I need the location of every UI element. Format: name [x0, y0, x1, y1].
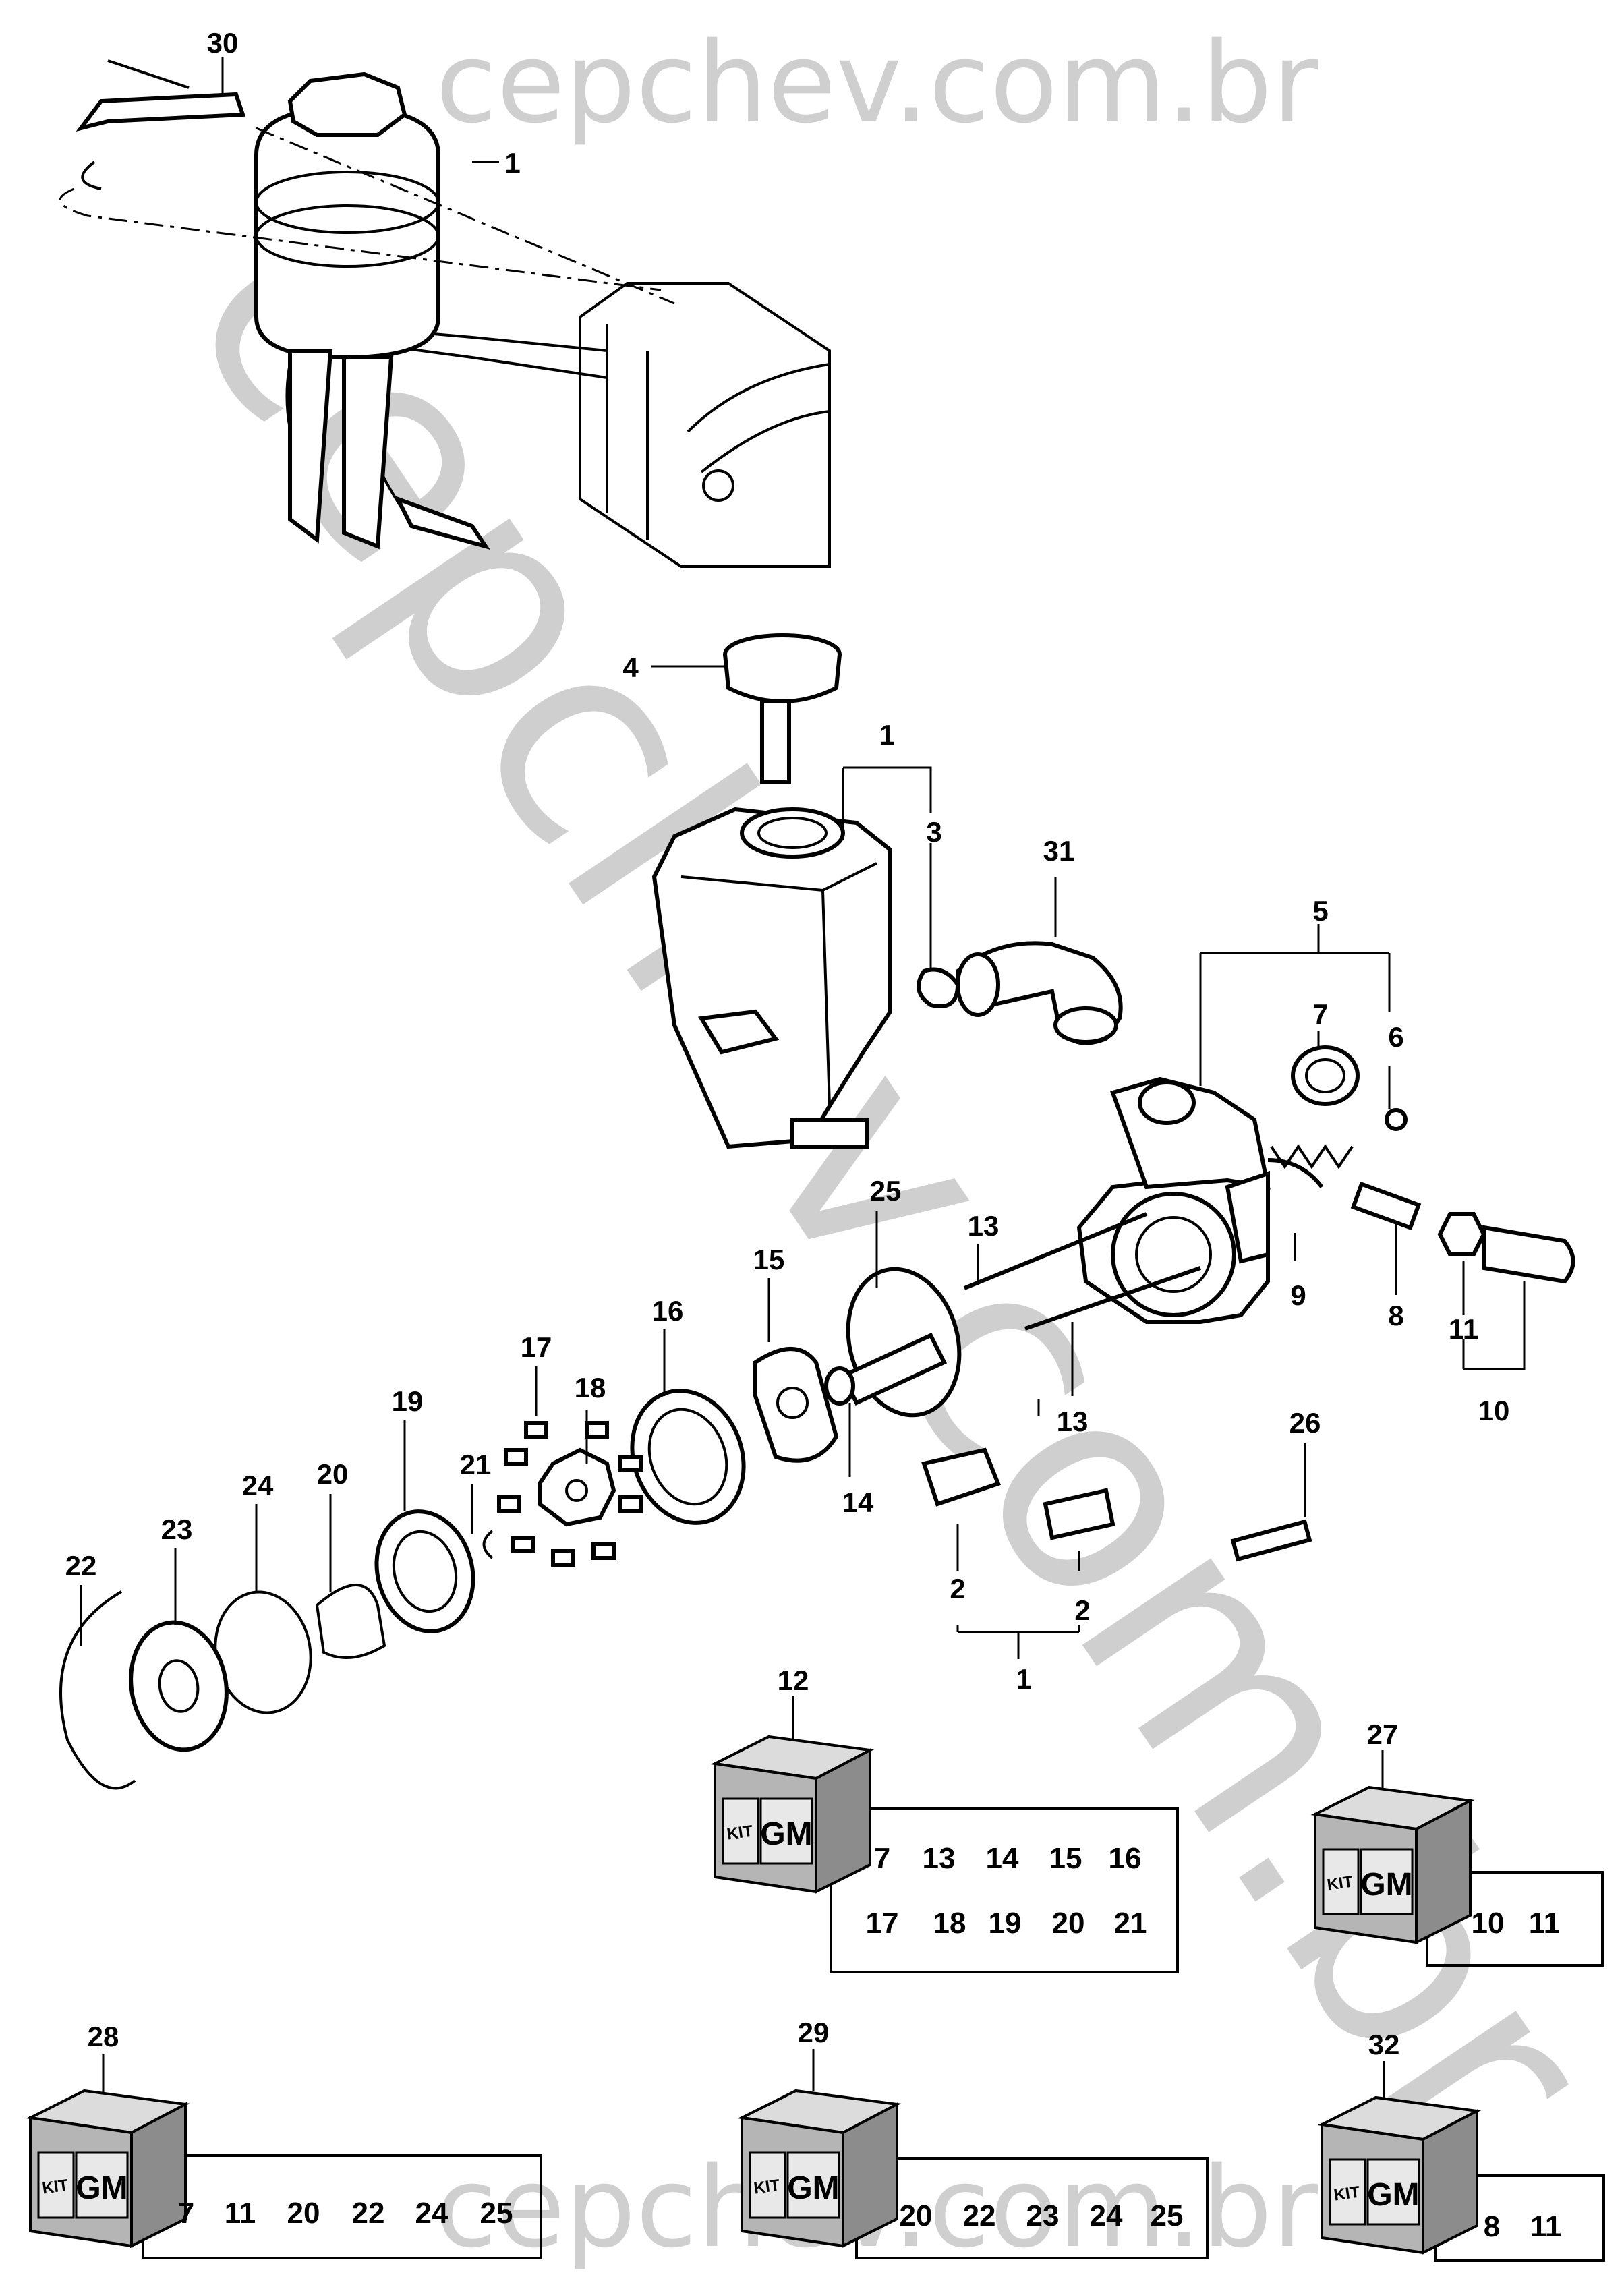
kit-12-item: 13	[923, 1842, 956, 1875]
callout-25: 25	[870, 1175, 902, 1207]
kit-28-number: 28	[88, 2021, 119, 2052]
reservoir-installation	[59, 59, 831, 568]
kit-logo-small: KIT	[1333, 2182, 1361, 2204]
callout-24: 24	[242, 1470, 274, 1501]
kit-12-box	[830, 1807, 1179, 1973]
callout-13-lower: 13	[1057, 1406, 1089, 1437]
kit-12-item: 20	[1052, 1907, 1085, 1940]
callout-8: 8	[1388, 1300, 1403, 1331]
kit-28-item: 24	[415, 2197, 448, 2230]
leader-lines	[80, 57, 1526, 1659]
kit-12-item: 17	[866, 1907, 899, 1940]
callout-20: 20	[317, 1458, 349, 1490]
kit-logo-small: KIT	[41, 2176, 69, 2197]
gm-kit-cube-icon	[1321, 2096, 1478, 2254]
rotor-parts	[59, 1212, 1201, 1790]
callout-14: 14	[842, 1486, 874, 1518]
callout-6: 6	[1388, 1021, 1403, 1053]
kit-12-item: 7	[874, 1842, 890, 1875]
kit-28-item: 11	[225, 2197, 256, 2230]
kit-28-item: 20	[287, 2197, 320, 2230]
kit-29-item: 24	[1090, 2199, 1123, 2232]
kit-27-number: 27	[1367, 1718, 1399, 1750]
kit-28: 28 KIT GM 7 11 20 22 24 25	[29, 2021, 542, 2259]
callout-3: 3	[926, 816, 941, 848]
callout-13-upper: 13	[968, 1210, 999, 1242]
kit-27: 27 KIT GM 10 11	[1314, 1718, 1604, 1967]
callout-30: 30	[207, 27, 239, 59]
callout-2-right: 2	[1074, 1594, 1090, 1626]
kit-27-item: 10	[1472, 1907, 1505, 1940]
kit-28-item: 7	[178, 2197, 194, 2230]
callout-1-bottom: 1	[1016, 1663, 1031, 1695]
callout-1-reservoir: 1	[879, 719, 894, 751]
callout-23: 23	[161, 1513, 193, 1545]
kit-12-item: 16	[1109, 1842, 1142, 1875]
callout-17: 17	[521, 1331, 552, 1363]
kit-12-item: 15	[1049, 1842, 1082, 1875]
callout-2-left: 2	[950, 1573, 965, 1604]
pump-housing	[1076, 1045, 1575, 1562]
kit-logo-gm: GM	[1360, 1867, 1412, 1903]
callout-21: 21	[460, 1449, 492, 1480]
callout-31: 31	[1043, 835, 1075, 867]
kit-29-number: 29	[798, 2017, 830, 2048]
gm-kit-cube-icon	[741, 2089, 898, 2247]
kit-12-item: 14	[986, 1842, 1019, 1875]
kit-29-item: 23	[1026, 2199, 1060, 2232]
callout-22: 22	[65, 1550, 97, 1582]
kit-27-item: 11	[1529, 1907, 1561, 1940]
reservoir-body	[651, 807, 960, 1149]
kit-12-item: 21	[1114, 1907, 1147, 1940]
inlet-elbow-fitting	[956, 941, 1123, 1045]
kit-29-item: 22	[963, 2199, 996, 2232]
kit-logo-small: KIT	[1326, 1872, 1354, 1894]
callout-18: 18	[575, 1372, 606, 1404]
callout-9: 9	[1290, 1279, 1306, 1311]
kit-logo-small: KIT	[753, 2176, 781, 2197]
kit-12-number: 12	[778, 1665, 809, 1696]
kit-logo-small: KIT	[726, 1822, 754, 1843]
kit-32-item: 11	[1530, 2210, 1562, 2243]
kit-32-number: 32	[1368, 2029, 1400, 2060]
kit-12-item: 18	[933, 1907, 966, 1940]
callout-5: 5	[1312, 895, 1328, 927]
callout-15: 15	[753, 1244, 785, 1275]
watermark-top: cepchev.com.br	[436, 18, 1318, 148]
kit-12-item: 19	[989, 1907, 1022, 1940]
callout-7: 7	[1312, 998, 1328, 1030]
kit-logo-gm: GM	[1367, 2177, 1419, 2213]
callout-4: 4	[622, 652, 639, 683]
gm-kit-cube-icon	[29, 2089, 187, 2247]
kit-12: 12 KIT GM 7 13 14 15 16 17 18 19 20 21	[714, 1665, 1179, 1973]
callout-11: 11	[1449, 1313, 1478, 1345]
callout-26: 26	[1289, 1407, 1321, 1439]
reservoir-cap-dipstick	[723, 633, 842, 784]
callout-10: 10	[1478, 1395, 1510, 1426]
kit-29-item: 25	[1151, 2199, 1184, 2232]
kit-29-item: 20	[900, 2199, 933, 2232]
callout-16: 16	[652, 1295, 684, 1327]
gm-kit-cube-icon	[714, 1735, 871, 1893]
kit-29: 29 KIT GM 20 22 23 24 25	[741, 2017, 1209, 2259]
kit-32-item: 8	[1484, 2210, 1500, 2243]
kit-logo-gm: GM	[76, 2170, 127, 2206]
kit-28-item: 22	[352, 2197, 385, 2230]
kit-28-item: 25	[480, 2197, 513, 2230]
kit-logo-gm: GM	[760, 1816, 812, 1852]
callout-19: 19	[392, 1385, 424, 1417]
kit-logo-gm: GM	[787, 2170, 839, 2206]
callout-1-top: 1	[504, 147, 520, 179]
gm-kit-cube-icon	[1314, 1786, 1472, 1944]
kit-32: 32 KIT GM 8 11	[1321, 2029, 1605, 2262]
